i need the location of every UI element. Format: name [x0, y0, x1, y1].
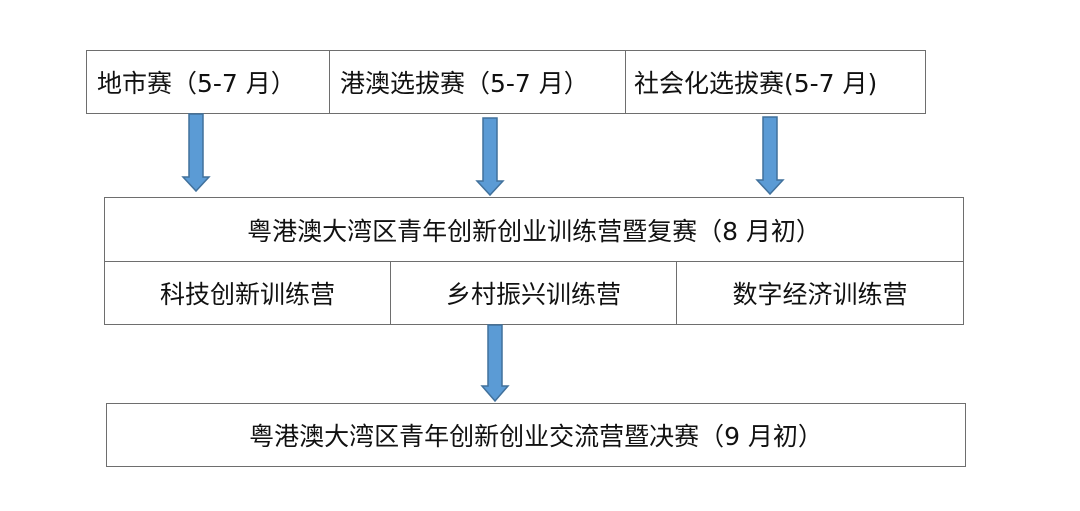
preliminary-hk-macau: 港澳选拔赛（5-7 月）	[330, 51, 626, 113]
camp-row: 科技创新训练营 乡村振兴训练营 数字经济训练营	[105, 262, 963, 324]
preliminary-city: 地市赛（5-7 月）	[87, 51, 330, 113]
arrow-down-icon	[181, 113, 211, 193]
semifinal-box: 粤港澳大湾区青年创新创业训练营暨复赛（8 月初） 科技创新训练营 乡村振兴训练营…	[104, 197, 964, 325]
camp-tech-innovation: 科技创新训练营	[105, 262, 391, 324]
final-box: 粤港澳大湾区青年创新创业交流营暨决赛（9 月初）	[106, 403, 966, 467]
preliminary-row: 地市赛（5-7 月） 港澳选拔赛（5-7 月） 社会化选拔赛(5-7 月)	[86, 50, 926, 114]
preliminary-public: 社会化选拔赛(5-7 月)	[634, 69, 878, 98]
camp-digital-economy: 数字经济训练营	[732, 280, 908, 309]
camp-rural-revitalization: 乡村振兴训练营	[391, 262, 677, 324]
arrow-down-icon	[755, 116, 785, 196]
final-title: 粤港澳大湾区青年创新创业交流营暨决赛（9 月初）	[249, 422, 823, 451]
arrow-down-icon	[475, 117, 505, 197]
arrow-down-icon	[480, 324, 510, 403]
semifinal-title: 粤港澳大湾区青年创新创业训练营暨复赛（8 月初）	[105, 198, 963, 262]
